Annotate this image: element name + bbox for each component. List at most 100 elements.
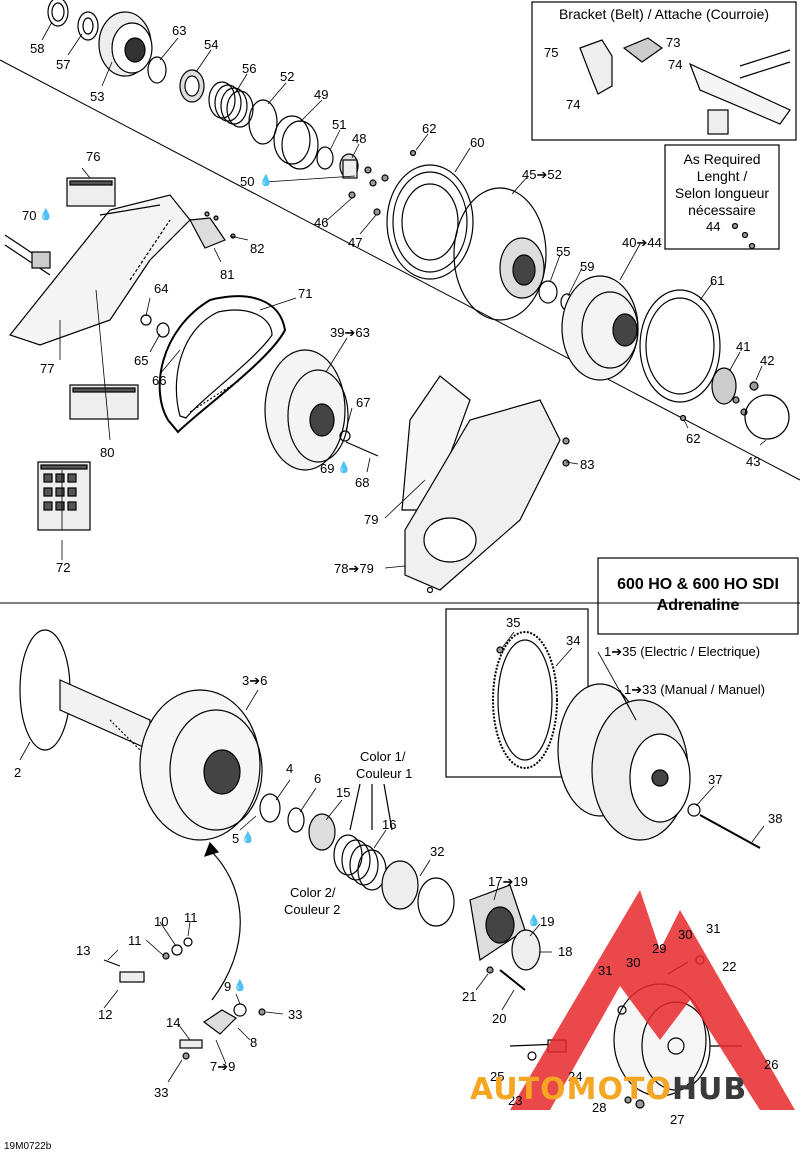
callout-72: 72 (56, 560, 71, 575)
callout-60: 60 (470, 135, 485, 150)
part-57-bearing (77, 11, 99, 41)
assembly-arrow (209, 849, 241, 1001)
part-52-ring (248, 99, 278, 145)
part-15-washer (308, 813, 336, 851)
part-20-bolt (499, 969, 526, 991)
part-60-plate (386, 164, 474, 280)
part-68-bolt (345, 441, 379, 457)
diagram-code: 19M0722b (4, 1141, 52, 1152)
callout-color2b: Couleur 2 (284, 902, 341, 917)
callout-29: 29 (652, 941, 667, 956)
callout-68: 68 (355, 475, 370, 490)
model-box (597, 557, 799, 635)
part-2-sheave (19, 629, 151, 761)
callout-7-9: 7➔9 (210, 1059, 236, 1074)
callout-82: 82 (250, 241, 265, 256)
part-43-cap (744, 394, 790, 440)
callout-41: 41 (736, 339, 751, 354)
callout-64: 64 (154, 281, 169, 296)
as-required-text-1: As Required (683, 151, 761, 167)
callout-54: 54 (204, 37, 219, 52)
callout-43: 43 (746, 454, 761, 469)
callout-77: 77 (40, 361, 55, 376)
part-81-bracket (189, 217, 226, 249)
callout-83: 83 (580, 457, 595, 472)
callout-33a: 33 (288, 1007, 303, 1022)
callout-15: 15 (336, 785, 351, 800)
drop-icon-9: 💧 (233, 980, 247, 992)
callout-59: 59 (580, 259, 595, 274)
part-17-19-spider (469, 884, 526, 962)
callout-81: 81 (220, 267, 235, 282)
callout-10: 10 (154, 914, 169, 929)
watermark-dark: HUB (671, 1072, 748, 1107)
callout-34: 34 (566, 633, 581, 648)
bracket-title: Bracket (Belt) / Attache (Courroie) (558, 6, 770, 22)
part-55-washer (538, 280, 558, 304)
callout-30a: 30 (678, 927, 693, 942)
callout-4: 4 (286, 761, 294, 776)
part-41-ring (711, 367, 737, 405)
part-51-clip (316, 146, 334, 170)
part-4-bushing (259, 793, 281, 823)
callout-55: 55 (556, 244, 571, 259)
callout-1-33: 1➔33 (Manual / Manuel) (624, 682, 765, 697)
callout-76: 76 (86, 149, 101, 164)
callout-78-79: 78➔79 (334, 561, 374, 576)
diagonal-divider-top (0, 59, 800, 481)
callout-71: 71 (298, 286, 313, 301)
callout-33b: 33 (154, 1085, 169, 1100)
callout-6: 6 (314, 771, 322, 786)
part-53-drum (98, 11, 153, 77)
part-16-spring (333, 834, 387, 891)
callout-67: 67 (356, 395, 371, 410)
drop-icon-5: 💧 (241, 832, 255, 844)
callout-20: 20 (492, 1011, 507, 1026)
part-79-cover (401, 375, 561, 594)
callout-16: 16 (382, 817, 397, 832)
part-54-bushing (179, 69, 205, 103)
drop-icon-19: 💧 (527, 915, 541, 927)
part-12-pin (119, 971, 145, 983)
part-1-33-clutch (557, 683, 691, 841)
part-63-oring (147, 56, 167, 84)
callout-45-52: 45➔52 (522, 167, 562, 182)
drop-icon-50: 💧 (259, 175, 273, 187)
drop-icon-70: 💧 (39, 209, 53, 221)
callout-19: 19 (540, 914, 555, 929)
callout-62a: 62 (422, 121, 437, 136)
callout-52: 52 (280, 69, 295, 84)
part-71-belt (158, 295, 287, 434)
callout-56: 56 (242, 61, 257, 76)
callout-74b: 74 (566, 97, 581, 112)
callout-5: 5 (232, 831, 240, 846)
callout-65: 65 (134, 353, 149, 368)
part-39-63-pulley (264, 349, 349, 471)
part-58-ring (47, 0, 69, 27)
callout-57: 57 (56, 57, 71, 72)
callout-23: 23 (508, 1093, 523, 1108)
callout-62b: 62 (686, 431, 701, 446)
callout-44: 44 (706, 219, 721, 234)
as-required-text-4: nécessaire (688, 202, 756, 218)
callout-27: 27 (670, 1112, 685, 1127)
model-title-1: 600 HO & 600 HO SDI (617, 576, 779, 593)
bracket-box (531, 1, 797, 141)
as-required-box (664, 144, 780, 250)
bracket-parts (579, 37, 791, 135)
callout-13: 13 (76, 943, 91, 958)
callout-48: 48 (352, 131, 367, 146)
callout-12: 12 (98, 1007, 113, 1022)
callout-32: 32 (430, 844, 445, 859)
callout-9: 9 (224, 979, 232, 994)
callout-80: 80 (100, 445, 115, 460)
callout-color1a: Color 1/ (360, 749, 406, 764)
part-7-9-lever (202, 1009, 237, 1035)
part-32-bushing (381, 860, 455, 927)
callout-49: 49 (314, 87, 329, 102)
part-40-44-cam (561, 275, 639, 381)
part-34-ring-gear (492, 631, 558, 769)
callout-18: 18 (558, 944, 573, 959)
callout-61: 61 (710, 273, 725, 288)
part-77-guard (8, 194, 191, 346)
